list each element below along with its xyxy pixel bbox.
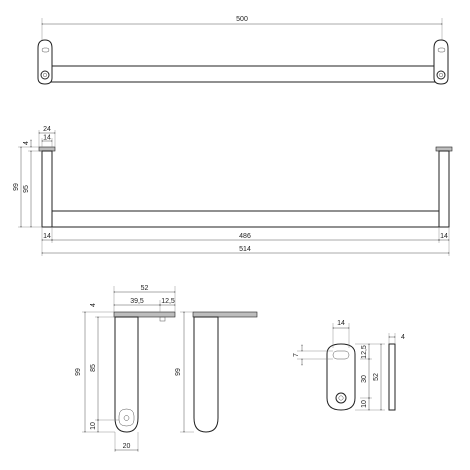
detail-side-profile xyxy=(388,343,396,411)
bracket-left-part-label: 39,5 xyxy=(130,298,144,305)
top-length-label: 500 xyxy=(236,16,248,23)
bracket-stem xyxy=(114,316,139,433)
bracket-small-hole xyxy=(159,316,166,322)
left-offset-label: 14 xyxy=(43,233,51,240)
flange-thickness-label: 4 xyxy=(23,141,30,145)
left-flange xyxy=(38,146,56,152)
bracket-plate-thickness-label: 4 xyxy=(90,303,97,307)
bracket-right-part-label: 12,5 xyxy=(161,298,175,305)
detail-hole-icon xyxy=(335,392,347,404)
detail-top-offset-label: 12,5 xyxy=(361,345,368,359)
towel-bar-rod xyxy=(45,65,439,83)
detail-slot-height-label: 7 xyxy=(293,353,300,357)
front-view: 24 14 99 95 4 14 486 14 514 xyxy=(13,126,453,256)
bracket-height-label: 99 xyxy=(75,368,82,376)
bracket-stem-height-label: 85 xyxy=(90,364,97,372)
front-bar xyxy=(51,210,440,228)
overall-height-label: 99 xyxy=(13,183,20,191)
right-offset-label: 14 xyxy=(440,233,448,240)
detail-thickness-label: 4 xyxy=(401,334,405,341)
bracket-stem-width-label: 20 xyxy=(123,443,131,450)
detail-bottom-offset-label: 10 xyxy=(361,400,368,408)
left-plate-screw-icon xyxy=(40,70,50,80)
overall-width-label: 514 xyxy=(239,246,251,253)
top-view: 500 xyxy=(37,16,449,85)
detail-total-height-label: 52 xyxy=(373,373,380,381)
side-height-label: 99 xyxy=(175,368,182,376)
flange-width-label: 24 xyxy=(43,126,51,133)
left-plate-slot xyxy=(41,47,50,53)
right-plate-slot xyxy=(437,47,446,53)
plate-detail-view: 14 7 4 12,5 30 10 52 xyxy=(293,320,405,411)
side-top-plate xyxy=(192,311,258,318)
right-flange xyxy=(435,146,453,152)
detail-slot xyxy=(332,350,350,360)
post-height-label: 95 xyxy=(23,185,30,193)
bracket-bottom-hole xyxy=(118,408,135,427)
detail-width-label: 14 xyxy=(337,320,345,327)
bracket-side-view: 99 xyxy=(175,311,258,433)
left-post xyxy=(41,150,53,228)
detail-hole-spacing-label: 30 xyxy=(361,375,368,383)
bracket-width-label: 52 xyxy=(141,285,149,292)
post-width-label: 14 xyxy=(43,135,51,142)
side-stem xyxy=(193,316,219,433)
bar-span-label: 486 xyxy=(239,233,251,240)
right-plate-screw-icon xyxy=(436,70,446,80)
right-post xyxy=(438,150,450,228)
bracket-bottom-offset-label: 10 xyxy=(90,422,97,430)
detail-plate xyxy=(326,343,356,411)
bracket-top-plate xyxy=(113,311,176,318)
bracket-front-view: 52 39,5 12,5 99 85 10 4 20 xyxy=(75,285,176,452)
